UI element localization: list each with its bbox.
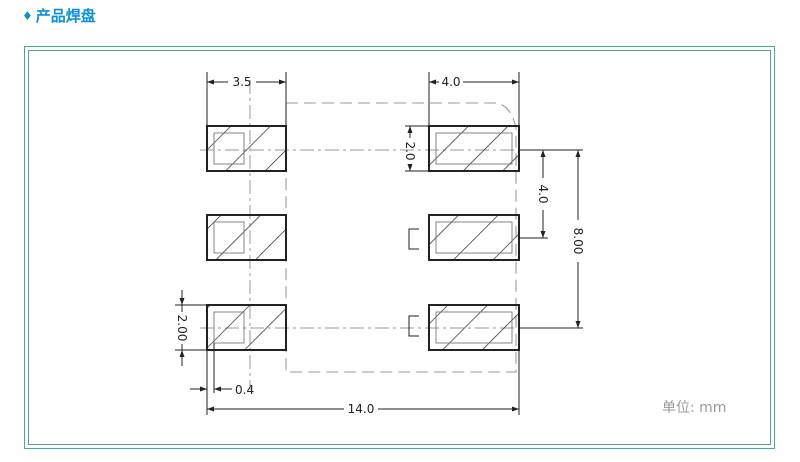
pad-left-bottom bbox=[206, 304, 287, 351]
pad-right-top bbox=[428, 125, 520, 172]
dim-total-width: 14.0 bbox=[348, 402, 375, 416]
dimension-lines bbox=[175, 72, 583, 415]
pin-markers bbox=[408, 228, 419, 337]
unit-label: 单位: mm bbox=[662, 400, 726, 416]
component-outline bbox=[285, 102, 517, 373]
dim-row-pitch: 4.0 bbox=[536, 184, 550, 203]
dim-pad-width: 3.5 bbox=[232, 75, 251, 89]
pad-left-middle bbox=[206, 214, 287, 261]
drawing-inner-frame bbox=[28, 50, 771, 445]
dim-pad-height-left: 2.00 bbox=[175, 315, 189, 342]
drawing-frame bbox=[24, 46, 775, 449]
diamond-icon: ♦ bbox=[22, 9, 33, 23]
section-header: ♦ 产品焊盘 bbox=[22, 6, 96, 26]
dim-offset: 0.4 bbox=[235, 383, 254, 397]
pad-right-middle bbox=[428, 214, 520, 261]
dimension-arrows bbox=[179, 79, 581, 412]
section-title: 产品焊盘 bbox=[35, 6, 96, 25]
dim-pad-width-right: 4.0 bbox=[441, 75, 460, 89]
dim-pad-height-right: 2.0 bbox=[403, 141, 417, 160]
pad-right-bottom bbox=[428, 304, 520, 351]
pads bbox=[206, 125, 520, 351]
pad-left-top bbox=[206, 125, 287, 172]
dim-outer-pitch: 8.00 bbox=[571, 228, 585, 255]
